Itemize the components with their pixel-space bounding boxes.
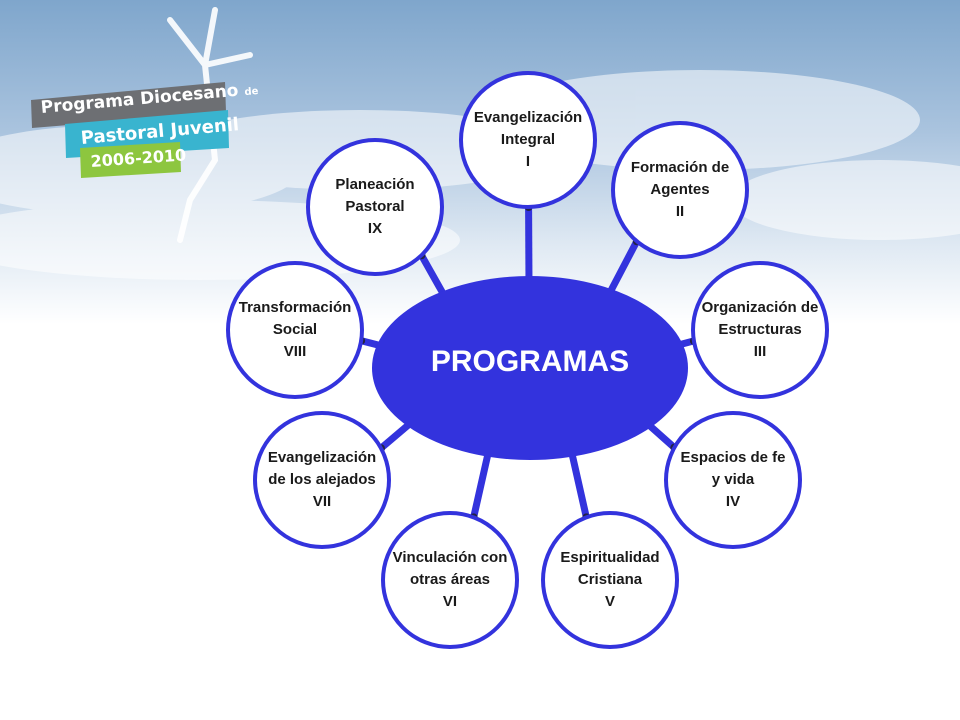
program-label-line: de los alejados <box>268 471 376 488</box>
program-circle-I <box>459 71 597 209</box>
program-label-line: Evangelización <box>473 109 583 126</box>
program-circle-VII <box>253 411 391 549</box>
program-label-line: VI <box>442 593 458 610</box>
program-label-line: Cristiana <box>577 571 643 588</box>
program-label-line: V <box>604 593 615 610</box>
program-circle-II <box>611 121 749 259</box>
program-label-line: II <box>675 203 685 220</box>
program-circle-VIII <box>226 261 364 399</box>
program-label-line: Formación de <box>630 159 730 176</box>
program-label-line: Espacios de fe <box>680 449 786 466</box>
program-circle-IX <box>306 138 444 276</box>
program-label-line: VII <box>312 493 332 510</box>
program-label-line: Vinculación con <box>392 549 508 566</box>
program-label-line: III <box>753 343 767 360</box>
program-label-line: IX <box>367 220 383 237</box>
windmill-icon <box>167 7 253 243</box>
programs-diagram <box>226 71 829 649</box>
program-label-line: Evangelización <box>267 449 377 466</box>
program-label-line: Pastoral <box>345 198 405 215</box>
program-label-line: Transformación <box>238 299 352 316</box>
logo <box>31 7 253 243</box>
program-label-line: y vida <box>711 471 755 488</box>
program-label-line: Organización de <box>701 299 819 316</box>
program-label-line: Estructuras <box>718 321 802 338</box>
program-label-line: Planeación <box>335 176 415 193</box>
program-label-line: Espiritualidad <box>560 549 660 566</box>
program-label-line: I <box>525 153 531 170</box>
program-label-line: IV <box>725 493 741 510</box>
program-circle-V <box>541 511 679 649</box>
program-label-line: otras áreas <box>409 571 491 588</box>
program-label-line: Social <box>272 321 318 338</box>
center-label: PROGRAMAS <box>430 345 630 378</box>
program-circle-III <box>691 261 829 399</box>
logo-title-suffix: de <box>244 85 259 99</box>
program-circle-IV <box>664 411 802 549</box>
program-label-line: VIII <box>283 343 307 360</box>
program-label-line: Integral <box>500 131 556 148</box>
program-label-line: Agentes <box>650 181 710 198</box>
center-ellipse <box>372 276 688 460</box>
program-circle-VI <box>381 511 519 649</box>
